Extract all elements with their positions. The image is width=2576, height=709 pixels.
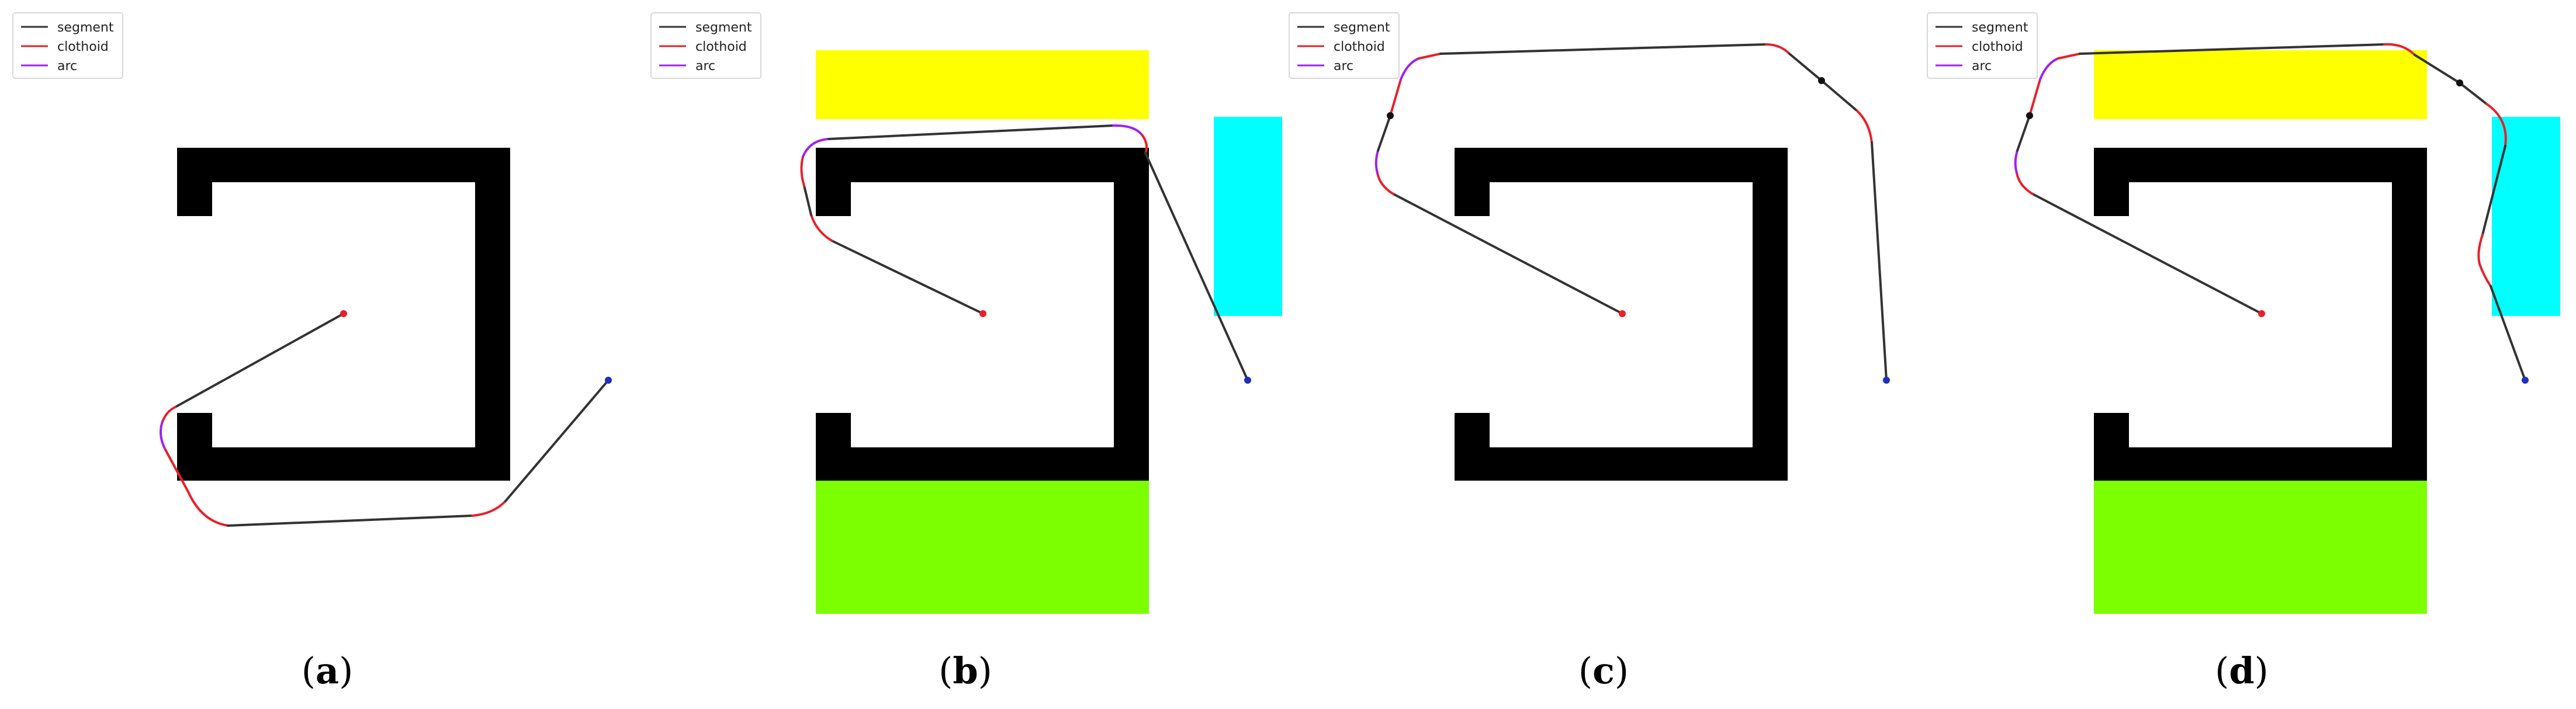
legend-label-segment: segment (1334, 20, 1390, 35)
path-segment (2016, 114, 2031, 152)
legend-frame (1289, 12, 1400, 79)
obstacle-wall (177, 148, 510, 481)
path-clothoid (1856, 110, 1873, 144)
path-arc (2039, 57, 2059, 81)
legend-label-clothoid: clothoid (695, 40, 747, 54)
panel-caption: (c) (1578, 649, 1629, 692)
legend-label-segment: segment (1972, 20, 2028, 35)
obstacle-wall (816, 148, 1149, 481)
region-cyan (2492, 117, 2560, 316)
path-clothoid (1141, 134, 1148, 154)
path-arc (2014, 150, 2018, 174)
legend-label-clothoid: clothoid (1334, 40, 1385, 54)
legend-label-clothoid: clothoid (1972, 40, 2023, 54)
path-segment (1377, 114, 1391, 152)
path-clothoid (161, 406, 176, 423)
path-segment (504, 379, 610, 502)
panel-d: segment clothoid arc (1927, 12, 2560, 692)
path-arc (802, 138, 830, 158)
region-green (2094, 481, 2427, 614)
waypoint (2456, 79, 2463, 86)
path-segment (2031, 193, 2263, 315)
waypoint (1818, 77, 1825, 84)
path-segment (1392, 193, 1623, 315)
path-clothoid (2485, 103, 2507, 147)
goal-point (605, 377, 612, 384)
path-clothoid (2383, 43, 2416, 56)
region-yellow (816, 50, 1149, 119)
path-clothoid (2016, 172, 2034, 195)
legend-label-arc: arc (695, 59, 715, 74)
panel-c: segment clothoid arc (c) (1289, 12, 1890, 692)
path-segment (2079, 43, 2385, 55)
start-point (979, 310, 986, 317)
path-segment (2481, 145, 2506, 236)
path-segment (1439, 43, 1767, 55)
path-clothoid (2477, 234, 2484, 265)
obstacle-wall (1455, 148, 1788, 481)
path-clothoid (1418, 53, 1442, 60)
path-segment (227, 515, 473, 527)
path-segment (1871, 141, 1888, 381)
region-cyan (1214, 117, 1282, 316)
waypoint (1387, 112, 1394, 119)
panel-caption: (d) (2215, 649, 2269, 692)
legend-label-arc: arc (1972, 59, 1992, 74)
panel-caption: (a) (302, 649, 354, 692)
goal-point (1883, 377, 1890, 384)
start-point (2258, 310, 2265, 317)
path-clothoid (800, 155, 805, 187)
legend: segment clothoid arc (1289, 12, 1400, 79)
path-clothoid (187, 491, 229, 527)
path-clothoid (2478, 263, 2492, 287)
planned-path (159, 312, 610, 527)
path-clothoid (164, 449, 189, 493)
goal-point (2522, 377, 2529, 384)
path-segment (803, 185, 812, 216)
path-arc (1400, 57, 1420, 81)
legend-label-segment: segment (57, 20, 114, 35)
path-segment (174, 312, 345, 408)
legend: segment clothoid arc (650, 12, 761, 79)
path-segment (827, 124, 1114, 140)
start-point (340, 310, 347, 317)
panel-a: segment clothoid arc (a) (12, 12, 612, 692)
path-arc (1374, 150, 1379, 174)
legend-label-arc: arc (57, 59, 77, 74)
legend: segment clothoid arc (1927, 12, 2038, 79)
path-clothoid (810, 214, 833, 242)
region-green (816, 481, 1149, 614)
obstacle-wall (2094, 148, 2427, 481)
goal-point (1244, 377, 1251, 384)
path-clothoid (1376, 172, 1394, 195)
legend-label-clothoid: clothoid (57, 40, 109, 54)
path-clothoid (1765, 43, 1791, 55)
legend: segment clothoid arc (12, 12, 123, 79)
path-clothoid (2028, 78, 2041, 117)
region-yellow (2094, 50, 2427, 119)
planned-path (800, 124, 1249, 381)
path-arc (159, 420, 167, 451)
legend-frame (650, 12, 761, 79)
legend-frame (12, 12, 123, 79)
path-segment (830, 239, 984, 315)
legend-frame (1927, 12, 2038, 79)
waypoint (2026, 112, 2033, 119)
path-segment (1144, 152, 1249, 381)
path-clothoid (2057, 53, 2081, 60)
legend-label-arc: arc (1334, 59, 1353, 74)
path-segment (2490, 285, 2526, 381)
path-clothoid (1389, 78, 1402, 117)
panel-b: segment clothoid arc (b) (650, 12, 1282, 692)
planned-path (2014, 43, 2526, 381)
path-clothoid (471, 500, 507, 517)
planned-path (1374, 43, 1888, 381)
panel-caption: (b) (939, 649, 992, 692)
path-arc (1112, 124, 1144, 137)
legend-label-segment: segment (695, 20, 752, 35)
start-point (1619, 310, 1626, 317)
